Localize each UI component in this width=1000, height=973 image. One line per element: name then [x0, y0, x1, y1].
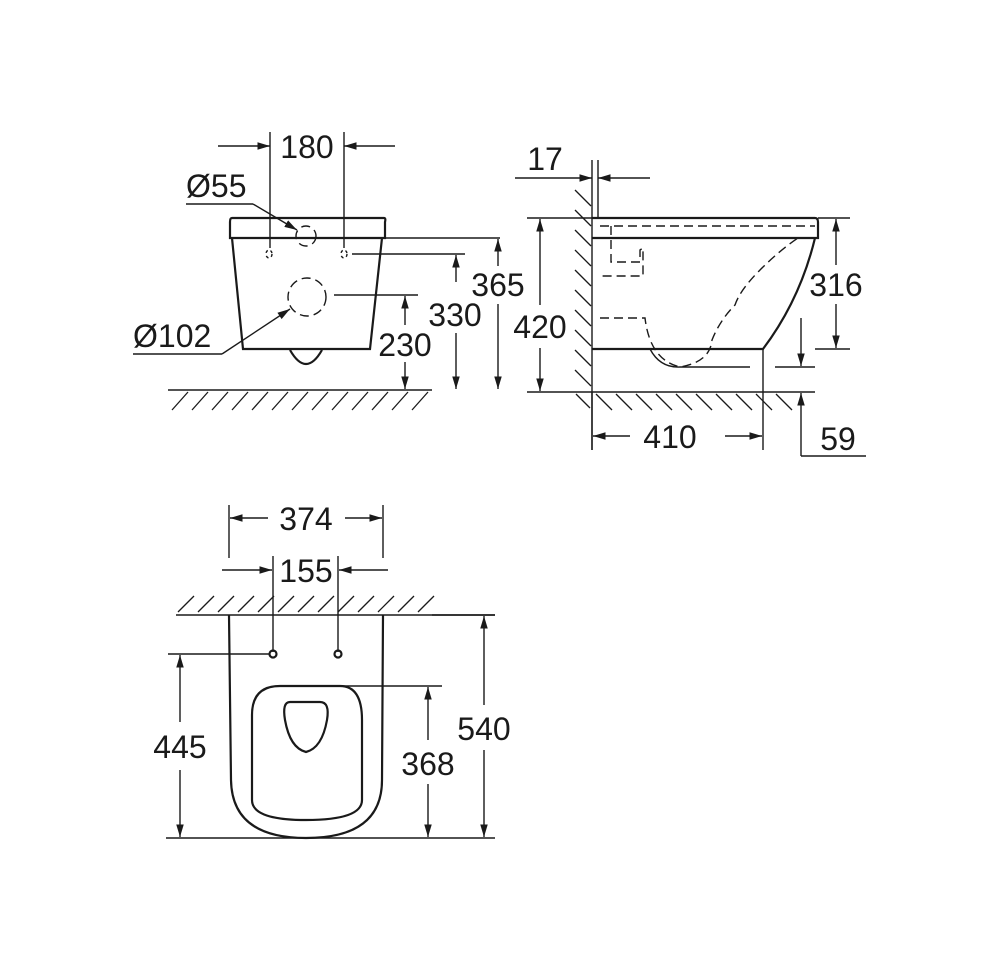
side-view: 17 420 316 410 59	[513, 141, 866, 457]
top-view: 374 155 445 368 540	[153, 501, 511, 840]
dim-seat-length: 368	[401, 746, 454, 782]
dim-inlet-diameter: Ø55	[186, 168, 246, 204]
dim-total-height: 420	[513, 309, 566, 345]
dim-fixing-distance: 445	[153, 729, 206, 765]
dim-hole-spacing: 180	[280, 129, 333, 165]
dim-top-height: 365	[471, 267, 524, 303]
front-view: 180 Ø55 Ø102 230 330 365	[133, 129, 525, 411]
dim-wall-gap: 17	[527, 141, 563, 177]
dim-outlet-offset: 59	[820, 421, 856, 457]
dim-projection: 410	[643, 419, 696, 455]
dim-outlet-diameter: Ø102	[133, 318, 211, 354]
dim-outlet-height: 230	[378, 327, 431, 363]
dim-fixing-spacing: 155	[279, 553, 332, 589]
dim-bowl-height: 316	[809, 267, 862, 303]
dim-total-length: 540	[457, 711, 510, 747]
dim-width: 374	[279, 501, 332, 537]
dim-inlet-height: 330	[428, 297, 481, 333]
